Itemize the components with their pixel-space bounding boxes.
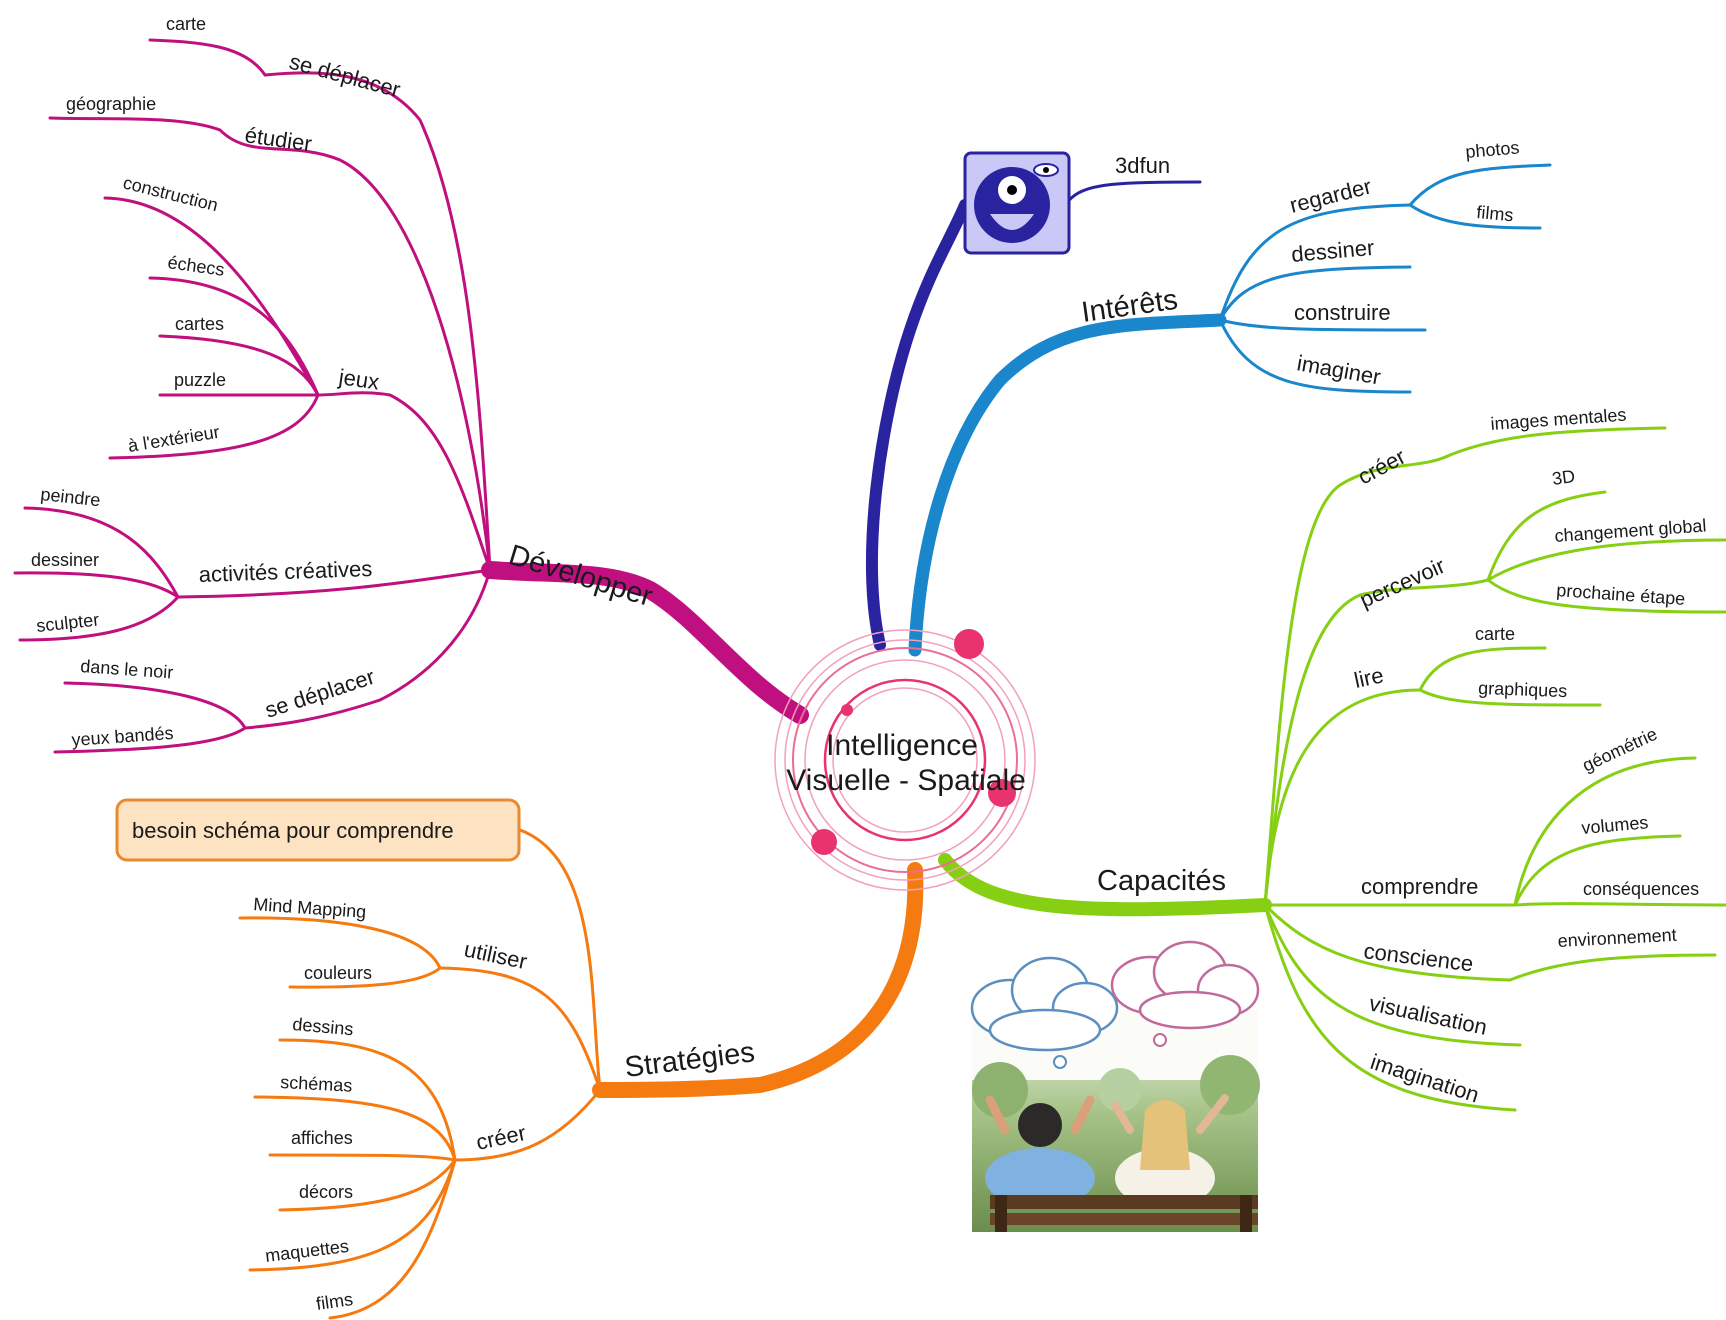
cap-3d[interactable]: 3D (1551, 466, 1577, 489)
dev-etudier[interactable]: étudier (243, 122, 313, 156)
developper-label[interactable]: Développer (505, 539, 657, 613)
strat-schemas[interactable]: schémas (280, 1072, 353, 1096)
strat-affiches[interactable]: affiches (291, 1128, 353, 1148)
center-title-line1: Intelligence (826, 729, 978, 762)
interets-main-branch (908, 313, 1227, 657)
cap-imagination[interactable]: imagination (1367, 1049, 1482, 1108)
concentric-circles-icon (774, 629, 1036, 891)
int-films[interactable]: films (1476, 202, 1515, 225)
cap-volumes[interactable]: volumes (1581, 812, 1650, 838)
note-box[interactable]: besoin schéma pour comprendre (115, 798, 521, 862)
interets-labels: regarder photos films dessiner construir… (1287, 137, 1520, 389)
cap-conscience[interactable]: conscience (1362, 938, 1474, 976)
center-node[interactable]: Intelligence Visuelle - Spatiale (774, 629, 1036, 891)
dev-se-deplacer-bottom[interactable]: se déplacer (262, 664, 378, 723)
dev-jeux-cartes[interactable]: cartes (175, 314, 224, 334)
cap-environnement[interactable]: environnement (1557, 925, 1677, 951)
int-imaginer[interactable]: imaginer (1295, 350, 1382, 389)
dev-dans-le-noir[interactable]: dans le noir (80, 656, 174, 682)
dev-jeux-puzzle[interactable]: puzzle (174, 370, 226, 390)
dev-jeux[interactable]: jeux (336, 364, 380, 395)
note-text: besoin schéma pour comprendre (132, 818, 454, 843)
dev-geographie[interactable]: géographie (66, 94, 156, 114)
cap-prochaine-etape[interactable]: prochaine étape (1556, 580, 1686, 609)
capacites-subtree (1263, 426, 1726, 1112)
fun-subtree (1063, 180, 1202, 207)
strat-decors[interactable]: décors (299, 1182, 353, 1202)
cap-lire-carte[interactable]: carte (1475, 624, 1515, 644)
capacites-labels: créer images mentales percevoir 3D chang… (1352, 405, 1707, 1108)
cap-percevoir[interactable]: percevoir (1356, 553, 1449, 613)
interets-subtree (1218, 163, 1552, 394)
developper-subtree (13, 38, 492, 754)
strategies-label[interactable]: Stratégies (623, 1036, 757, 1084)
strat-couleurs[interactable]: couleurs (304, 963, 372, 983)
dev-act-dessiner[interactable]: dessiner (31, 550, 99, 570)
cap-visualisation[interactable]: visualisation (1367, 990, 1489, 1039)
cyclops-smiley-icon[interactable] (963, 151, 1071, 255)
strategies-labels: besoin schéma pour comprendre utiliser M… (115, 798, 529, 1314)
center-title-line2: Visuelle - Spatiale (786, 764, 1026, 797)
int-construire[interactable]: construire (1294, 300, 1391, 325)
cap-creer[interactable]: créer (1354, 444, 1410, 490)
dev-jeux-echecs[interactable]: échecs (166, 252, 225, 280)
strat-films[interactable]: films (315, 1289, 354, 1314)
fun-label[interactable]: 3dfun (1115, 153, 1170, 178)
developper-labels: se déplacer carte étudier géographie jeu… (31, 14, 403, 750)
cap-graphiques[interactable]: graphiques (1478, 678, 1568, 701)
strategies-main-branch (592, 862, 924, 1098)
dev-se-deplacer-top[interactable]: se déplacer (287, 49, 403, 103)
dev-act-sculpter[interactable]: sculpter (35, 609, 100, 635)
fun-main-branch (865, 199, 971, 651)
dev-activites[interactable]: activités créatives (198, 556, 372, 587)
capacites-label[interactable]: Capacités (1097, 865, 1226, 897)
developper-main-branch (481, 561, 809, 724)
cap-lire[interactable]: lire (1352, 662, 1386, 693)
int-photos[interactable]: photos (1465, 137, 1521, 162)
int-dessiner[interactable]: dessiner (1290, 235, 1375, 267)
main-branches (481, 199, 1272, 1098)
strategies-subtree (238, 828, 602, 1320)
cap-geometrie[interactable]: géométrie (1579, 724, 1660, 776)
dev-jeux-construction[interactable]: construction (121, 172, 220, 215)
couple-on-bench-daydreaming-picture (970, 940, 1260, 1232)
cap-consequences[interactable]: conséquences (1583, 879, 1699, 899)
cap-comprendre[interactable]: comprendre (1361, 874, 1478, 899)
capacites-main-branch (938, 853, 1272, 917)
dev-carte[interactable]: carte (166, 14, 206, 34)
dev-act-peindre[interactable]: peindre (40, 484, 102, 510)
strat-dessins[interactable]: dessins (292, 1014, 355, 1039)
